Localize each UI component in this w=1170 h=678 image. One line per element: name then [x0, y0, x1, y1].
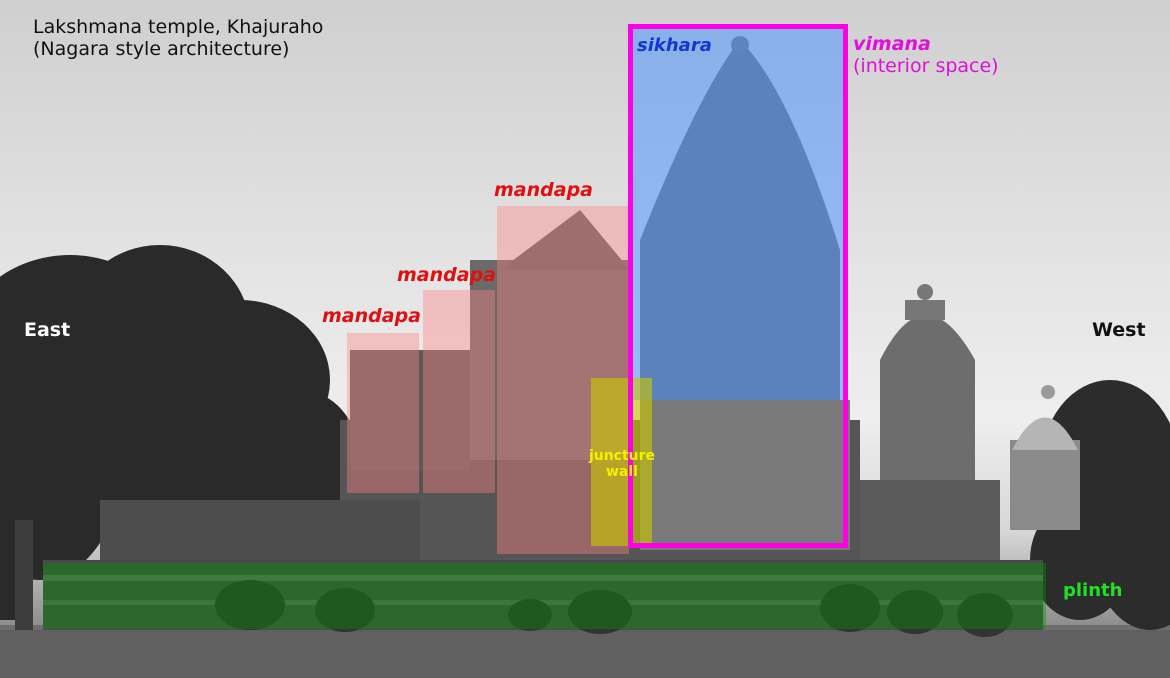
- vimana-frame: [628, 24, 848, 548]
- mandapa-label-2: mandapa: [397, 264, 496, 286]
- mandapa-label-1: mandapa: [322, 305, 421, 327]
- juncture-wall-overlay: [591, 378, 652, 546]
- mandapa-1-overlay: [347, 333, 419, 493]
- small-shrine: [1010, 385, 1080, 530]
- foreground-shrubs: [215, 580, 1013, 637]
- east-label: East: [24, 319, 71, 341]
- right-shikhara: [860, 284, 1000, 560]
- juncture-wall-label: juncture wall: [587, 448, 657, 480]
- plinth-label: plinth: [1063, 580, 1123, 601]
- plinth-overlay: [43, 563, 1046, 629]
- juncture-line-2: wall: [606, 464, 638, 481]
- sikhara-overlay: [632, 28, 843, 400]
- title-line-1: Lakshmana temple, Khajuraho: [33, 16, 324, 38]
- mandapa-label-3: mandapa: [494, 179, 593, 201]
- west-label: West: [1092, 319, 1146, 341]
- vimana-note: (interior space): [853, 54, 999, 77]
- juncture-line-1: juncture: [588, 448, 656, 464]
- diagram-title: Lakshmana temple, Khajuraho (Nagara styl…: [33, 16, 324, 61]
- title-line-2: (Nagara style architecture): [33, 37, 290, 60]
- vimana-title: vimana: [853, 33, 931, 55]
- mandapa-2-overlay: [423, 290, 495, 493]
- left-trees: [0, 245, 360, 620]
- vimana-label: vimana (interior space): [853, 33, 999, 78]
- sikhara-label: sikhara: [637, 35, 712, 56]
